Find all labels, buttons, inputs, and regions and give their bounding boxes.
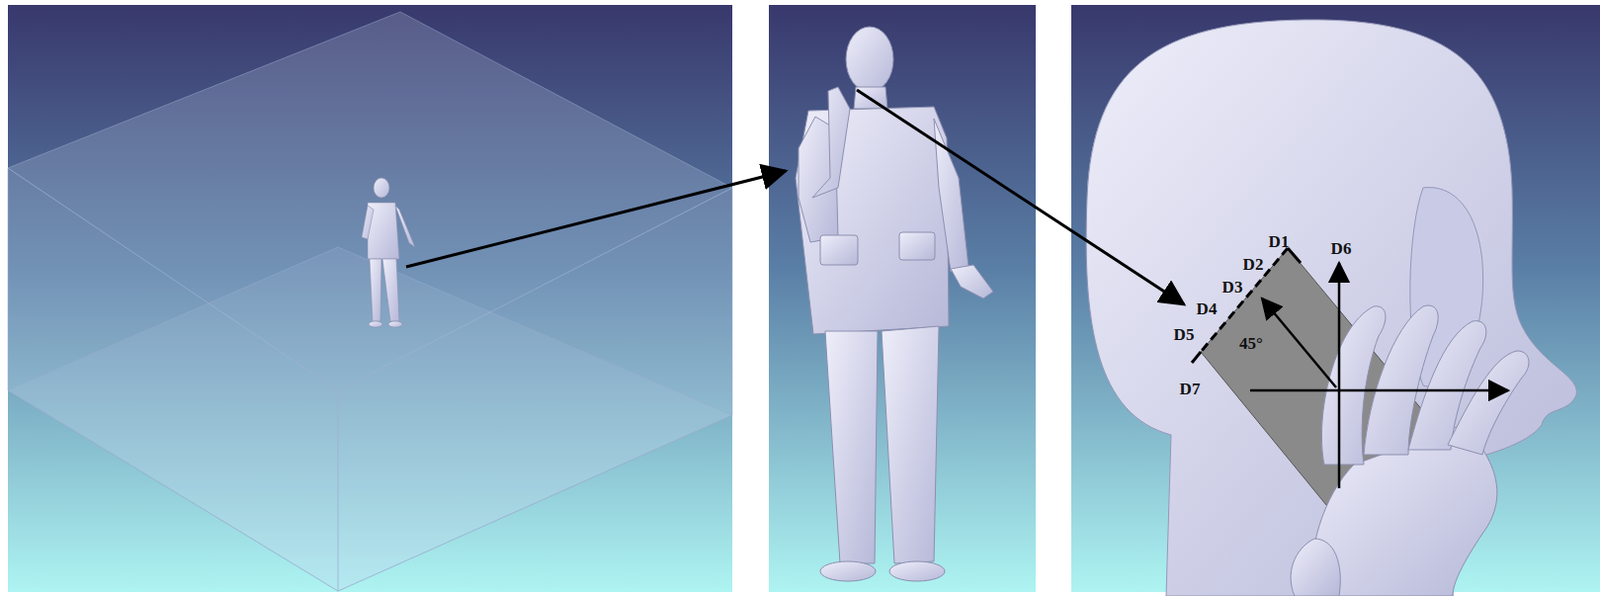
label-text: D6 [1331,240,1352,257]
axis-arrow [1262,298,1337,388]
panel-background [7,4,733,592]
domain-box [7,11,733,591]
label-text: 45° [1239,335,1264,352]
label-text: D1 [1268,233,1290,251]
label-text: D7 [1179,380,1201,398]
panel-background [768,4,1036,592]
axis-arrow [1250,389,1509,393]
label-text: D4 [1196,300,1218,318]
label-text: D2 [1243,255,1264,273]
hand [1290,305,1529,596]
label-text: D3 [1222,278,1244,296]
head-model [1086,19,1577,596]
human-model [795,26,994,582]
label-text: D5 [1174,326,1195,343]
zoom-arrow [406,170,786,267]
tick [1191,351,1201,363]
human-model-small [361,177,416,328]
zoom-arrow [856,89,1184,305]
tick [1287,248,1301,263]
axis-arrow [1338,262,1342,489]
